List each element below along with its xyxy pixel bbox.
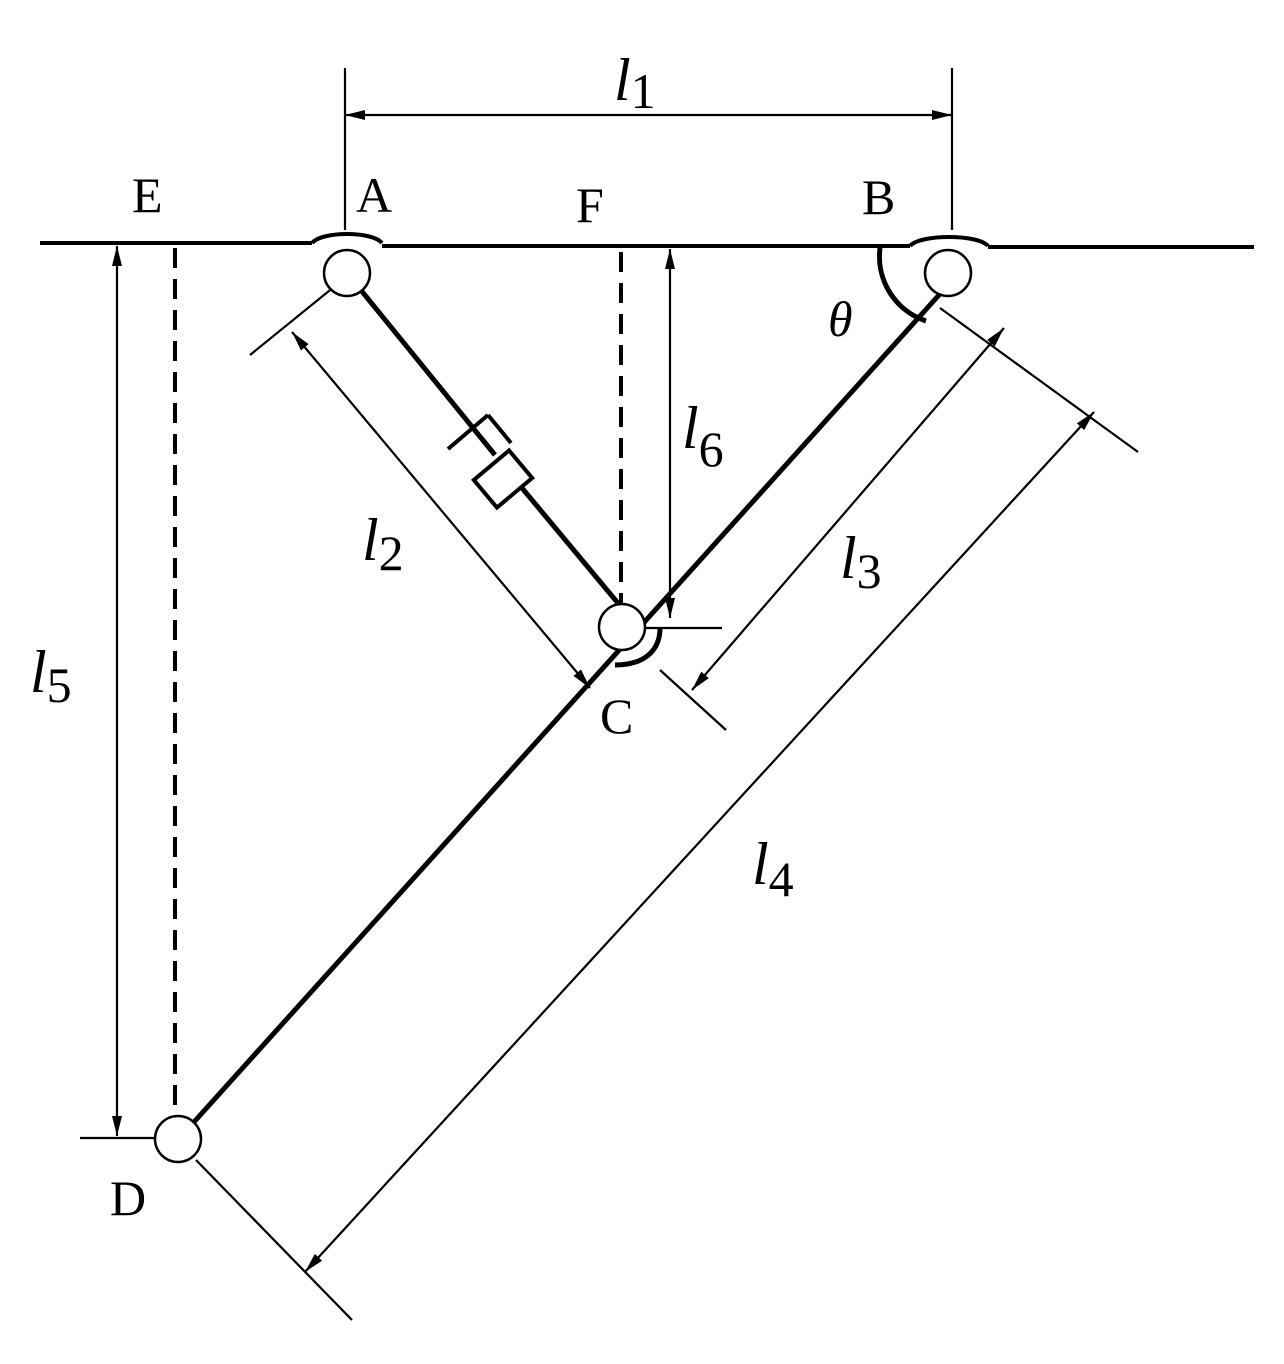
joint-c (597, 602, 647, 652)
point-label-e: E (132, 167, 163, 223)
link-bd (183, 283, 950, 1134)
dimension-label-l4: l4 (752, 831, 794, 907)
dimension-label-l5: l5 (30, 639, 72, 713)
joint-a (322, 248, 372, 298)
ground-line (40, 232, 1254, 249)
angle-theta-arc (876, 247, 927, 324)
dimension-line-l4 (304, 411, 1095, 1273)
dimension-label-l1: l1 (614, 47, 656, 119)
joint-b (923, 248, 973, 298)
joint-d (153, 1114, 203, 1164)
damper-box (470, 447, 536, 511)
point-label-d: D (110, 1170, 146, 1226)
angle-label-theta: θ (828, 291, 853, 347)
dimension-label-l2: l2 (362, 507, 404, 581)
point-label-f: F (576, 177, 604, 233)
dimension-line-l3 (691, 327, 1005, 691)
point-label-c: C (600, 688, 633, 744)
point-label-a: A (356, 167, 392, 223)
point-label-b: B (862, 169, 895, 225)
dimension-label-l3: l3 (840, 525, 882, 599)
dimension-label-l6: l6 (682, 395, 724, 477)
